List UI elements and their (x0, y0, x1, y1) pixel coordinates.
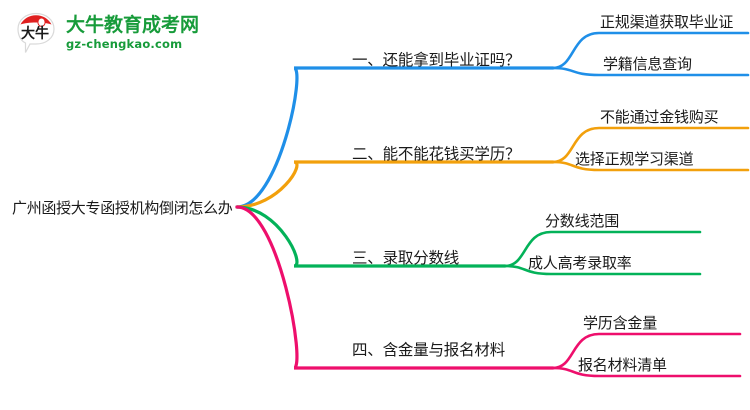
leaf-label-3-2[interactable]: 成人高考录取率 (528, 254, 632, 272)
leaf-connector-1-1 (551, 31, 750, 70)
branch-label-3[interactable]: 三、录取分数线 (352, 249, 460, 267)
branch-label-4[interactable]: 四、含金量与报名材料 (352, 341, 506, 359)
leaf-label-1-2[interactable]: 学籍信息查询 (603, 55, 692, 73)
mindmap-root-label: 广州函授大专函授机构倒闭怎么办 (12, 199, 233, 217)
branch-label-2[interactable]: 二、能不能花钱买学历？ (352, 145, 521, 163)
leaf-connector-2-2 (551, 160, 750, 172)
logo-subtitle: gz-chengkao.com (66, 36, 183, 51)
leaf-connector-1-2 (551, 66, 750, 77)
leaf-connector-3-1 (503, 230, 702, 268)
branch-trunk-2 (235, 160, 555, 209)
svg-text:大牛: 大牛 (21, 25, 49, 42)
logo-title: 大牛教育成考网 (66, 13, 200, 36)
leaf-connector-4-2 (551, 366, 742, 378)
branch-label-1[interactable]: 一、还能拿到毕业证吗？ (352, 51, 521, 69)
site-logo[interactable]: 大牛 大牛教育成考网 gz-chengkao.com (14, 9, 204, 57)
leaf-label-3-1[interactable]: 分数线范围 (545, 212, 620, 230)
leaf-label-1-1[interactable]: 正规渠道获取毕业证 (600, 13, 734, 31)
logo-text-block: 大牛教育成考网 gz-chengkao.com (66, 13, 200, 51)
leaf-label-2-2[interactable]: 选择正规学习渠道 (575, 150, 694, 168)
branch-trunk-3 (235, 205, 507, 268)
branch-trunk-1 (235, 66, 555, 209)
logo-mark-icon: 大牛 (14, 11, 58, 55)
leaf-connector-4-1 (551, 332, 742, 370)
branch-trunk-4 (235, 205, 555, 370)
leaf-label-4-1[interactable]: 学历含金量 (583, 314, 658, 332)
leaf-label-4-2[interactable]: 报名材料清单 (578, 356, 667, 374)
leaf-label-2-1[interactable]: 不能通过金钱购买 (600, 108, 719, 126)
leaf-connector-3-2 (503, 264, 702, 276)
leaf-connector-2-1 (551, 126, 750, 164)
